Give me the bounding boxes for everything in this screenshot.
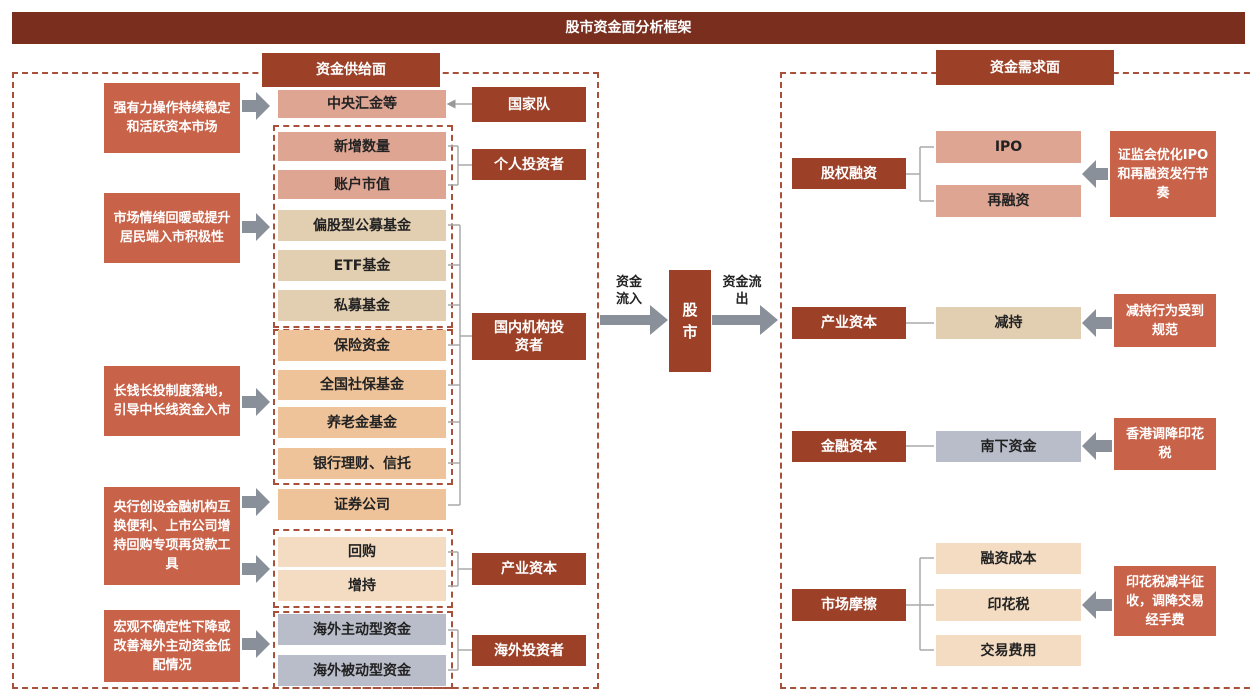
supply-item: 海外主动型资金 xyxy=(278,614,446,645)
supply-category: 个人投资者 xyxy=(472,149,586,180)
supply-item: 全国社保基金 xyxy=(278,370,446,400)
demand-item: 交易费用 xyxy=(936,635,1081,666)
supply-item: 保险资金 xyxy=(278,330,446,361)
inflow-label: 资金流入 xyxy=(615,275,642,307)
supply-cause: 强有力操作持续稳定和活跃资本市场 xyxy=(104,83,240,153)
demand-category: 产业资本 xyxy=(792,307,906,339)
demand-item: 印花税 xyxy=(936,589,1081,621)
supply-item: 银行理财、信托 xyxy=(278,448,446,479)
supply-item: 证券公司 xyxy=(278,489,446,520)
demand-category: 股权融资 xyxy=(792,158,906,189)
group-overseas xyxy=(273,611,453,689)
demand-cause: 印花税减半征收，调降交易经手费 xyxy=(1114,566,1216,636)
supply-cause: 长钱长投制度落地，引导中长线资金入市 xyxy=(104,366,240,436)
supply-cause: 央行创设金融机构互换便利、上市公司增持回购专项再贷款工具 xyxy=(104,487,240,585)
supply-item: 新增数量 xyxy=(278,132,446,161)
supply-item: 账户市值 xyxy=(278,170,446,199)
demand-header: 资金需求面 xyxy=(936,50,1114,85)
group-industrial xyxy=(273,529,453,608)
supply-category: 国家队 xyxy=(472,87,586,122)
demand-item: IPO xyxy=(936,131,1081,163)
supply-cause: 宏观不确定性下降或改善海外主动资金低配情况 xyxy=(104,610,240,682)
demand-category: 金融资本 xyxy=(792,431,906,462)
group-individual-funds xyxy=(273,125,453,328)
supply-cause: 市场情绪回暖或提升居民端入市积极性 xyxy=(104,193,240,263)
supply-item: 增持 xyxy=(278,570,446,601)
supply-category: 产业资本 xyxy=(472,553,586,585)
supply-category: 海外投资者 xyxy=(472,635,586,666)
diagram-title: 股市资金面分析框架 xyxy=(12,12,1245,44)
supply-item: 中央汇金等 xyxy=(278,90,446,118)
outflow-label: 资金流出 xyxy=(722,275,762,307)
supply-item: 回购 xyxy=(278,537,446,567)
demand-item: 南下资金 xyxy=(936,431,1081,462)
demand-item: 融资成本 xyxy=(936,543,1081,574)
demand-item: 再融资 xyxy=(936,185,1081,217)
supply-item: 私募基金 xyxy=(278,290,446,321)
supply-item: 偏股型公募基金 xyxy=(278,210,446,241)
stock-market-box: 股市 xyxy=(669,270,711,372)
demand-cause: 减持行为受到规范 xyxy=(1114,294,1216,347)
demand-category: 市场摩擦 xyxy=(792,589,906,621)
supply-item: 养老金基金 xyxy=(278,407,446,438)
supply-item: ETF基金 xyxy=(278,250,446,281)
supply-item: 海外被动型资金 xyxy=(278,655,446,686)
demand-cause: 证监会优化IPO和再融资发行节奏 xyxy=(1110,131,1216,217)
demand-item: 减持 xyxy=(936,307,1081,339)
supply-category: 国内机构投资者 xyxy=(472,313,586,360)
demand-cause: 香港调降印花税 xyxy=(1114,418,1216,470)
supply-header: 资金供给面 xyxy=(262,53,440,87)
